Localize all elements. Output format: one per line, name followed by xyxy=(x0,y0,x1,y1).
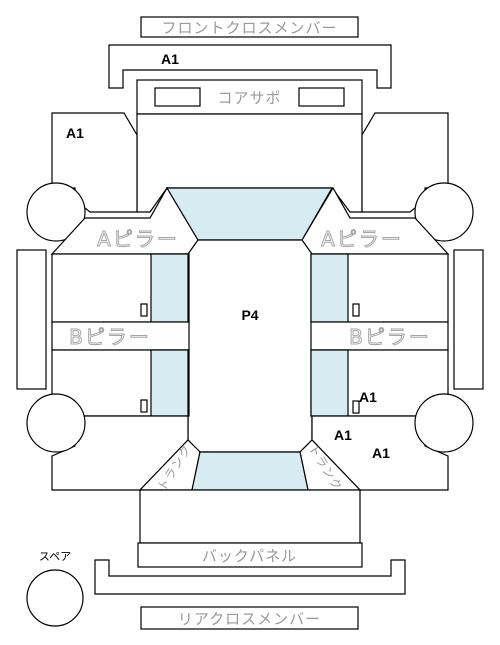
rear-cross-member-box[interactable] xyxy=(140,606,359,630)
front-cross-member-grade: A1 xyxy=(161,51,179,67)
back-panel-label: バックパネル xyxy=(202,547,297,565)
front-cross-member-box[interactable] xyxy=(140,16,359,38)
roof-grade: P4 xyxy=(241,307,258,323)
rear-left-wheel[interactable] xyxy=(26,393,86,453)
trunk-lid[interactable] xyxy=(139,489,361,544)
b-pillar-left[interactable] xyxy=(51,321,190,351)
front-cross-member-label: フロントクロスメンバー xyxy=(161,19,337,37)
right-rear-door-grade: A1 xyxy=(359,389,377,405)
left-front-window[interactable] xyxy=(150,253,189,323)
core-support-label: コアサポ xyxy=(217,89,281,107)
right-rear-quarter-outer-grade: A1 xyxy=(372,445,390,461)
a-pillar-right-label: Aピラー xyxy=(321,227,403,251)
right-front-window[interactable] xyxy=(310,253,349,323)
front-left-wheel[interactable] xyxy=(26,182,86,242)
rear-right-wheel[interactable] xyxy=(414,393,474,453)
rear-window[interactable] xyxy=(191,451,309,491)
right-side-step[interactable] xyxy=(453,249,484,390)
left-rear-door-handle xyxy=(140,399,148,413)
a-pillar-left-label: Aピラー xyxy=(97,227,179,251)
spare-label: スペア xyxy=(39,550,71,563)
front-bumper[interactable] xyxy=(108,44,392,89)
right-front-door-handle xyxy=(352,303,360,317)
right-headlight[interactable] xyxy=(298,87,345,107)
b-pillar-right-label: Bピラー xyxy=(349,325,431,349)
front-left-fender-grade: A1 xyxy=(66,125,84,141)
roof[interactable] xyxy=(187,239,313,453)
left-headlight[interactable] xyxy=(154,87,201,107)
right-rear-door-handle xyxy=(352,400,360,414)
left-rear-window[interactable] xyxy=(150,349,189,417)
spare-tire[interactable] xyxy=(26,569,84,627)
right-rear-window[interactable] xyxy=(310,349,349,417)
back-panel[interactable] xyxy=(137,542,363,568)
left-front-door-handle xyxy=(140,303,148,317)
left-side-step[interactable] xyxy=(16,249,47,390)
rear-bumper[interactable] xyxy=(94,559,406,595)
front-right-wheel[interactable] xyxy=(414,182,474,242)
rear-cross-member-label: リアクロスメンバー xyxy=(178,610,321,628)
b-pillar-left-label: Bピラー xyxy=(69,325,151,349)
right-rear-quarter-inner-grade: A1 xyxy=(334,427,352,443)
